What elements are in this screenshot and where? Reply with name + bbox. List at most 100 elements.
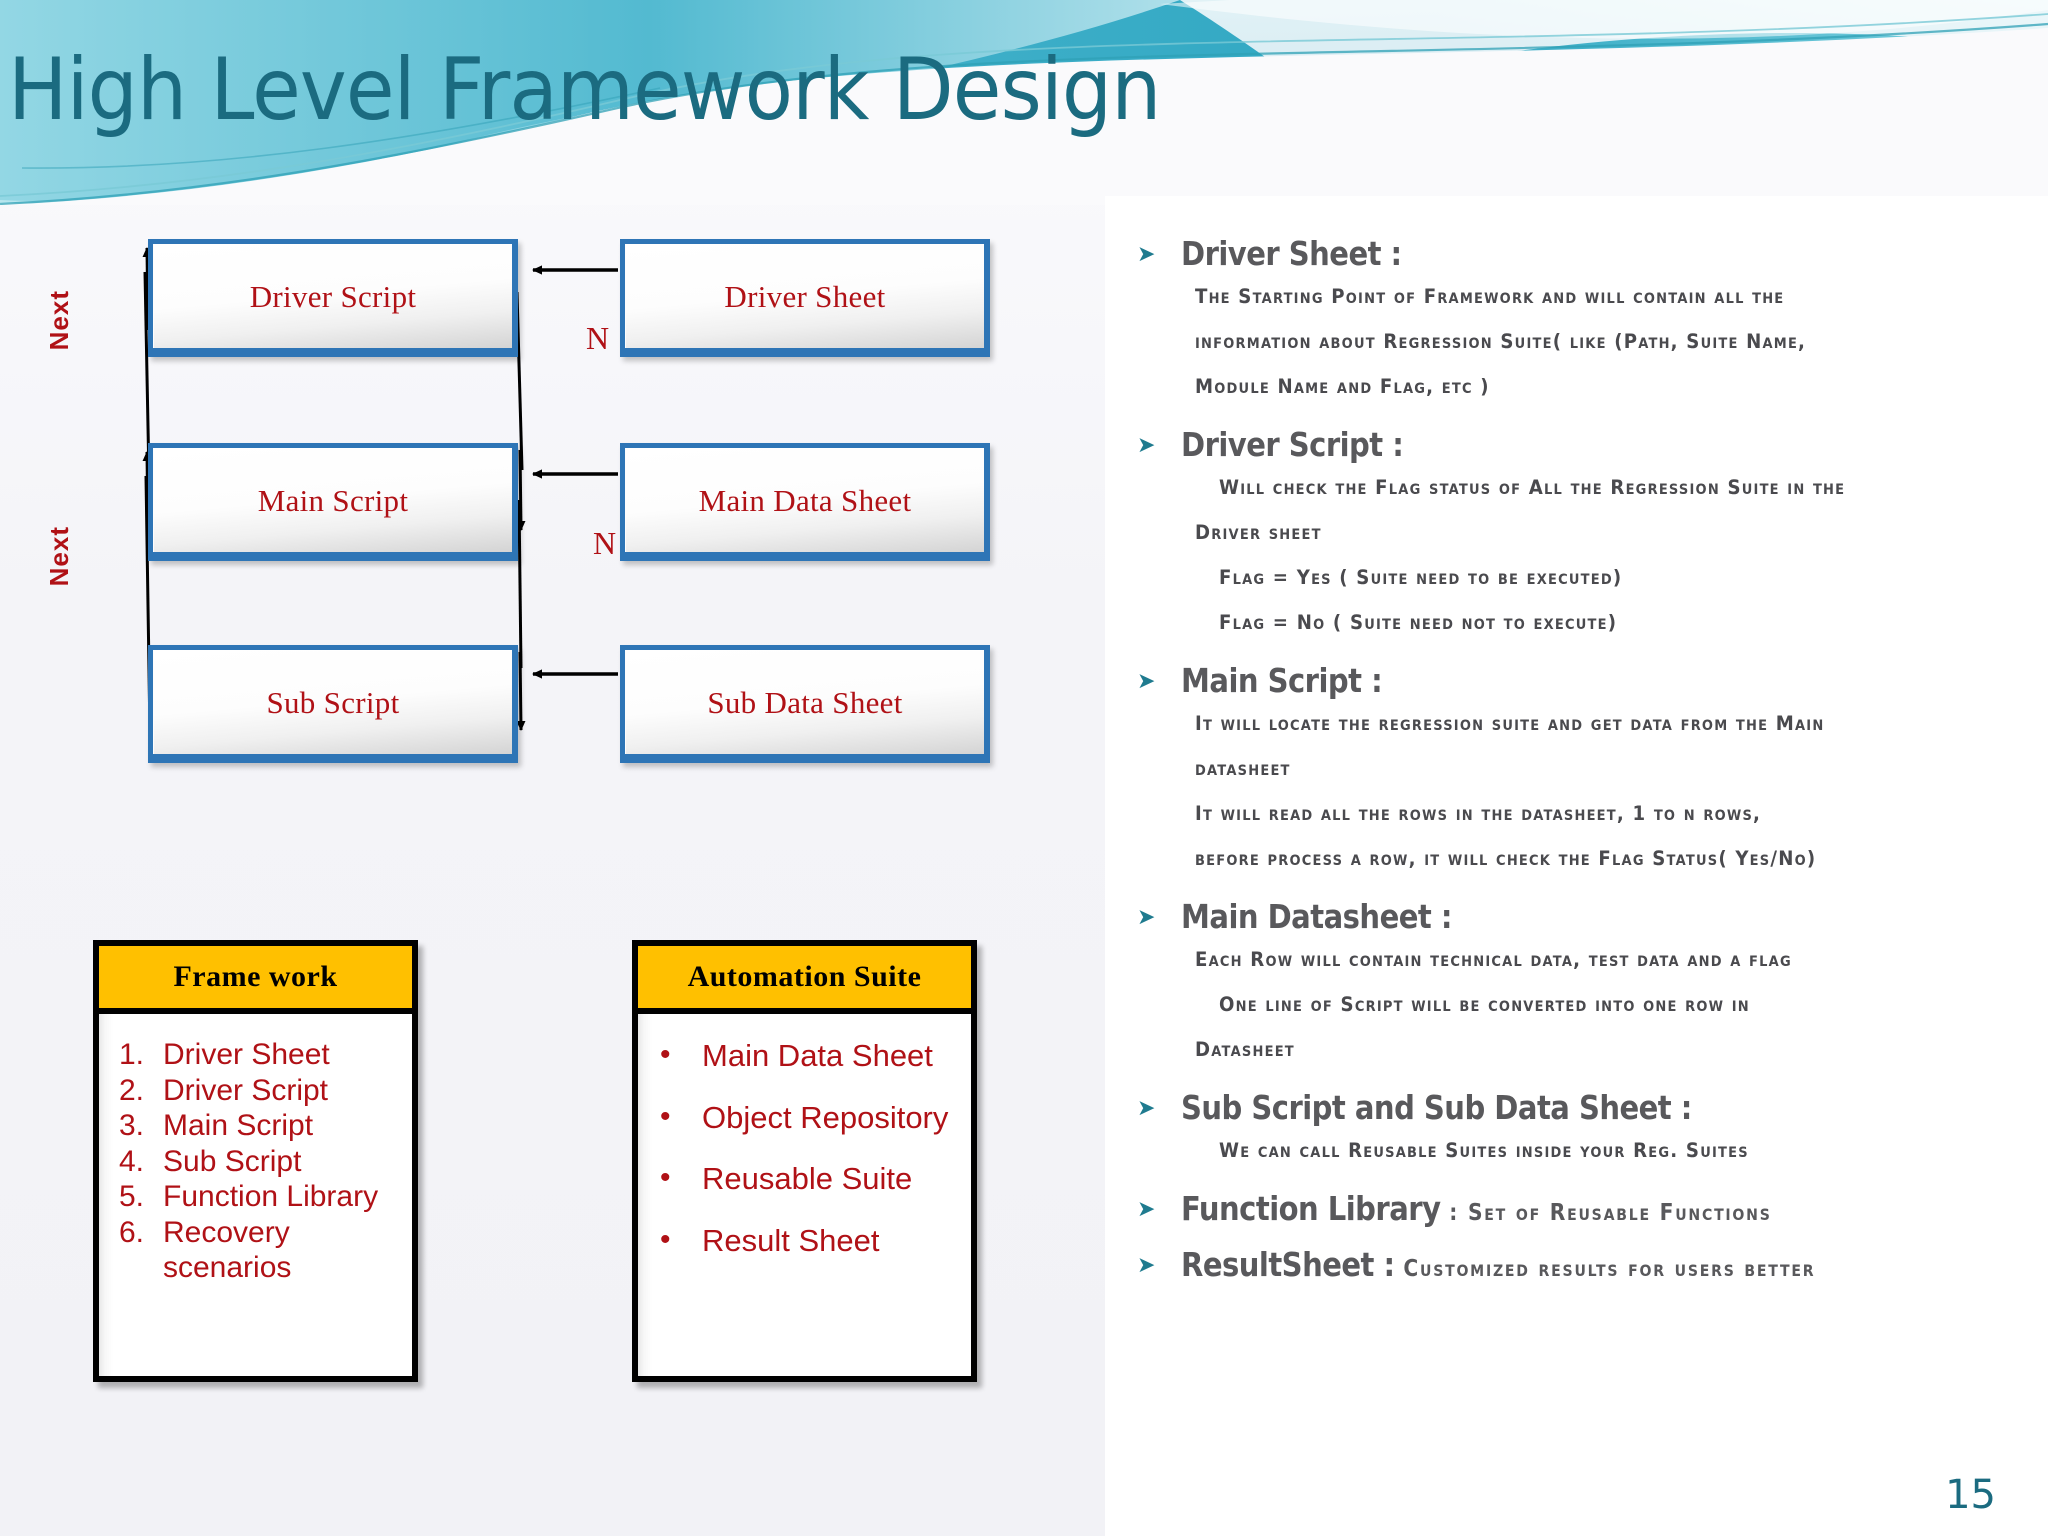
- detail-section: ➤ Main Script :: [1115, 661, 2030, 701]
- list-item-marker: 2.: [119, 1073, 145, 1107]
- bullet-icon: •: [660, 1161, 671, 1195]
- detail-section: ➤Main Datasheet :: [1115, 897, 2030, 937]
- list-item-marker: 5.: [119, 1180, 145, 1213]
- automation-suite-card-header: Automation Suite: [638, 946, 971, 1014]
- header-banner: [0, 0, 2048, 205]
- detail-section-heading: Function Library : Set of Reusable Funct…: [1181, 1189, 1772, 1228]
- detail-section-heading: Driver Script :: [1181, 425, 1404, 464]
- detail-paragraph: We can call Reusable Suites inside your …: [1219, 1139, 1749, 1162]
- page-number: 15: [1945, 1472, 1996, 1518]
- detail-section-heading: ResultSheet : Customized results for use…: [1181, 1245, 1816, 1284]
- flow-box-sub-data-sheet[interactable]: Sub Data Sheet: [620, 645, 990, 763]
- list-item: 5. Function Library: [119, 1180, 402, 1215]
- list-item-label: Driver Script: [163, 1073, 329, 1107]
- list-item-label: Main Script: [163, 1109, 314, 1142]
- detail-section: ➤Sub Script and Sub Data Sheet :: [1115, 1088, 2030, 1128]
- list-item-label: Object Repository: [702, 1099, 949, 1135]
- loop-label-n-1: N: [586, 320, 610, 356]
- detail-section: ➤ ResultSheet : Customized results for us…: [1115, 1245, 2030, 1285]
- detail-paragraph: One line of Script will be converted int…: [1219, 993, 1750, 1016]
- bullet-icon: •: [660, 1222, 671, 1256]
- list-item-label: Recovery: [163, 1215, 290, 1249]
- list-item-label: Function Library: [163, 1180, 379, 1213]
- bullet-icon: •: [660, 1099, 671, 1133]
- flow-box-label: Driver Sheet: [724, 278, 886, 314]
- list-item: 3. Main Script: [119, 1109, 402, 1144]
- list-item-marker: 4.: [119, 1144, 145, 1178]
- detail-section-heading: Main Script :: [1181, 661, 1383, 700]
- diagram-panel: Next Next N N Driver Script Driver Sheet…: [0, 200, 1105, 1536]
- flow-box-inner: Main Script: [153, 448, 512, 552]
- list-item-label: Sub Script: [163, 1144, 302, 1178]
- loop-label-next-1: Next: [44, 290, 74, 351]
- detail-paragraph: Flag = No ( Suite need not to execute): [1219, 611, 1618, 634]
- loop-label-next-2: Next: [44, 526, 74, 587]
- list-item: 4. Sub Script: [119, 1144, 402, 1180]
- flow-box-driver-script[interactable]: Driver Script: [148, 239, 518, 357]
- flow-box-main-data-sheet[interactable]: Main Data Sheet: [620, 443, 990, 561]
- automation-suite-card-body: • Main Data Sheet • Object Repository • Reusa…: [638, 1014, 971, 1376]
- flow-box-driver-sheet[interactable]: Driver Sheet: [620, 239, 990, 357]
- flow-box-label: Sub Data Sheet: [707, 684, 903, 720]
- framework-card-header: Frame work: [99, 946, 412, 1014]
- list-item-label: Main Data Sheet: [702, 1038, 933, 1073]
- flow-box-label: Main Script: [257, 482, 409, 518]
- flow-box-sub-script[interactable]: Sub Script: [148, 645, 518, 763]
- detail-section-heading-tail: Customized results for users better: [1394, 1256, 1816, 1282]
- detail-paragraph: It will locate the regression suite and …: [1195, 712, 1825, 735]
- list-item: • Reusable Suite: [660, 1161, 961, 1197]
- framework-card: Frame work 1. Driver Sheet 2. Driver Script…: [93, 940, 418, 1382]
- detail-paragraph: Datasheet: [1195, 1038, 1295, 1061]
- flow-box-inner: Sub Script: [153, 650, 512, 754]
- automation-suite-list: • Main Data Sheet • Object Repository • Reusa…: [656, 1038, 961, 1259]
- framework-list: 1. Driver Sheet 2. Driver Script 3. Main Scri…: [117, 1038, 402, 1286]
- list-item: 2. Driver Script: [119, 1073, 402, 1109]
- flow-box-inner: Driver Script: [153, 244, 512, 348]
- flow-box-label: Sub Script: [266, 684, 400, 720]
- automation-suite-card: Automation Suite • Main Data Sheet • Object…: [632, 940, 977, 1382]
- detail-paragraph: datasheet: [1195, 757, 1291, 780]
- list-item-label: Driver Sheet: [163, 1038, 330, 1071]
- framework-card-title: Frame work: [173, 960, 338, 993]
- detail-paragraph: Module Name and Flag, etc ): [1195, 375, 1490, 398]
- list-item-label: Reusable Suite: [702, 1161, 913, 1197]
- list-item: 6. Recovery: [119, 1215, 402, 1251]
- detail-paragraph: Flag = Yes ( Suite need to be executed): [1219, 566, 1623, 589]
- flow-box-label: Main Data Sheet: [698, 482, 912, 518]
- flow-box-inner: Main Data Sheet: [625, 448, 984, 552]
- chevron-right-icon: ➤: [1137, 1095, 1156, 1120]
- detail-paragraph: before process a row, it will check the …: [1195, 847, 1817, 870]
- framework-card-body: 1. Driver Sheet 2. Driver Script 3. Main Scri…: [99, 1014, 412, 1376]
- bullet-icon: •: [660, 1038, 671, 1071]
- chevron-right-icon: ➤: [1137, 904, 1156, 929]
- flow-box-inner: Driver Sheet: [625, 244, 984, 348]
- list-item-label: Result Sheet: [702, 1222, 880, 1258]
- detail-paragraph: Driver sheet: [1195, 521, 1322, 544]
- list-item-marker: 6.: [119, 1215, 145, 1249]
- page-title: High Level Framework Design: [8, 40, 1161, 140]
- chevron-right-icon: ➤: [1137, 432, 1156, 457]
- detail-paragraph: Will check the Flag status of All the Re…: [1219, 476, 1846, 499]
- flow-box-main-script[interactable]: Main Script: [148, 443, 518, 561]
- list-item: • Object Repository: [660, 1099, 961, 1136]
- detail-paragraph: information about Regression Suite( like…: [1195, 330, 1807, 353]
- flow-box-inner: Sub Data Sheet: [625, 650, 984, 754]
- detail-section: ➤ Driver Script :: [1115, 425, 2030, 465]
- list-item-label: scenarios: [163, 1251, 292, 1284]
- list-item: scenarios: [163, 1251, 402, 1286]
- list-item: • Result Sheet: [660, 1222, 961, 1259]
- list-item: 1. Driver Sheet: [119, 1038, 402, 1073]
- list-item-marker: 1.: [119, 1038, 145, 1071]
- detail-paragraph: Each Row will contain technical data, te…: [1195, 948, 1792, 971]
- automation-suite-card-title: Automation Suite: [687, 960, 922, 993]
- list-item: • Main Data Sheet: [660, 1038, 961, 1074]
- chevron-right-icon: ➤: [1137, 668, 1156, 693]
- detail-section: ➤Function Library : Set of Reusable Func…: [1115, 1189, 2030, 1229]
- details-panel: ➤Driver Sheet :The Starting Point of Fra…: [1105, 196, 2048, 1536]
- detail-paragraph: The Starting Point of Framework and will…: [1195, 285, 1785, 308]
- chevron-right-icon: ➤: [1137, 241, 1156, 266]
- loop-label-n-2: N: [593, 525, 617, 561]
- chevron-right-icon: ➤: [1137, 1252, 1156, 1277]
- list-item-marker: 3.: [119, 1109, 145, 1142]
